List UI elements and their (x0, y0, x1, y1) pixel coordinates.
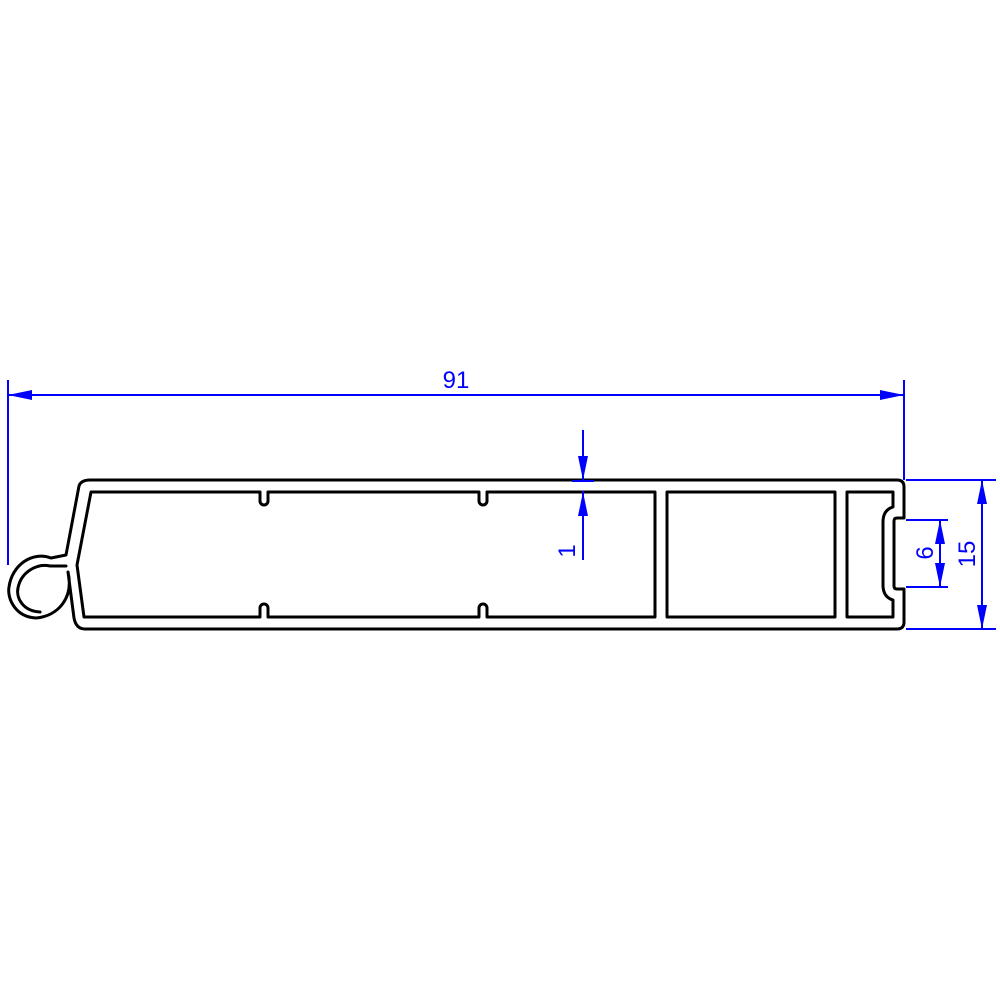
dimension-overall-width: 91 (7, 367, 905, 565)
width-arrow-right (880, 390, 904, 400)
dimension-slot-width: 6 (906, 519, 948, 588)
right-chamber (845, 490, 895, 619)
slot-arrow-bottom (935, 563, 945, 587)
height-dimension-label: 15 (954, 541, 981, 568)
dimension-overall-height: 15 (906, 479, 996, 630)
slot-arrow-top (935, 520, 945, 544)
width-dimension-label: 91 (443, 367, 470, 394)
slot-dimension-label: 6 (912, 546, 939, 559)
height-arrow-bottom (977, 605, 987, 629)
thickness-arrow-top (578, 456, 588, 480)
thickness-dimension-label: 1 (554, 544, 581, 557)
dimension-wall-thickness: 1 (554, 430, 594, 560)
profile-chambers (75, 490, 895, 619)
width-arrow-left (8, 390, 32, 400)
profile-outline (7, 478, 906, 631)
profile-hook-inner (16, 563, 68, 614)
thickness-arrow-bottom (578, 492, 588, 516)
profile-outer-contour (7, 478, 906, 631)
main-chamber (75, 490, 657, 619)
middle-chamber (665, 490, 837, 619)
height-arrow-top (977, 480, 987, 504)
